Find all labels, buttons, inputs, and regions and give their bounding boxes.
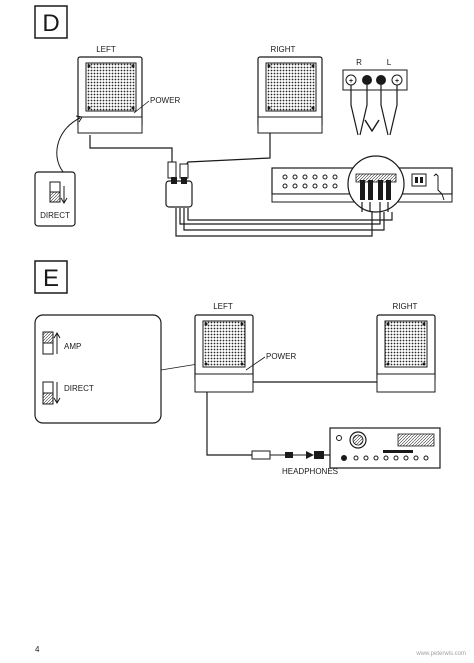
d-right-speaker: RIGHT: [257, 45, 323, 134]
d-left-label: LEFT: [96, 45, 116, 54]
d-term-plus-r: +: [349, 78, 353, 85]
d-direct-switch: DIRECT: [34, 171, 76, 227]
e-headphones-label: HEADPHONES: [282, 467, 338, 476]
e-right-speaker: RIGHT: [376, 302, 436, 393]
watermark: www.peterwis.com: [415, 651, 466, 657]
e-right-grille: [384, 320, 428, 368]
section-d-box: [34, 5, 68, 39]
d-left-grille: [85, 62, 137, 112]
d-wiring: [56, 115, 393, 237]
d-right-grille: [265, 62, 317, 112]
d-left-speaker: LEFT: [77, 45, 143, 134]
section-e: E AMP DIRECT LEFT POWER: [34, 260, 441, 476]
e-left-label: LEFT: [213, 302, 233, 311]
d-term-plus-l: +: [395, 78, 399, 85]
e-power-label: POWER: [266, 352, 296, 361]
d-direct-label: DIRECT: [40, 211, 70, 220]
section-d: D LEFT POWER RIGHT: [34, 5, 453, 237]
d-junction-box: [165, 177, 193, 208]
e-left-grille: [202, 320, 246, 368]
e-direct-label: DIRECT: [64, 384, 94, 393]
e-wiring: [206, 381, 377, 460]
section-d-letter: D: [42, 10, 59, 37]
e-amplifier: [329, 427, 441, 469]
d-right-label: RIGHT: [271, 45, 296, 54]
section-e-box: [34, 260, 68, 294]
d-terminal-block: + + R L: [342, 58, 408, 136]
e-switch-panel: AMP DIRECT: [34, 314, 199, 424]
d-terminal-magnifier: [347, 155, 405, 213]
e-left-speaker: LEFT: [194, 302, 254, 393]
e-amp-label: AMP: [64, 342, 81, 351]
d-term-l-label: L: [387, 58, 392, 67]
page-number: 4: [35, 645, 40, 654]
d-power-label: POWER: [150, 96, 180, 105]
d-term-r-label: R: [356, 58, 362, 67]
section-e-letter: E: [43, 265, 59, 292]
e-right-label: RIGHT: [393, 302, 418, 311]
